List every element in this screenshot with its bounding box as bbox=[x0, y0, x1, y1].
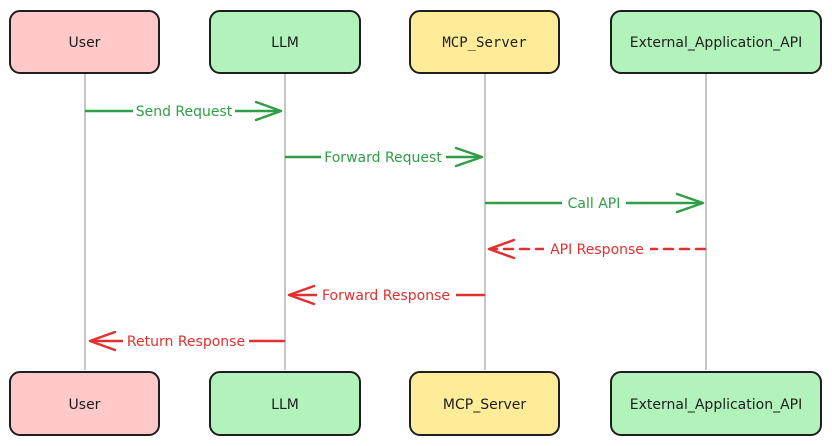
actor-label-bottom-user: User bbox=[69, 397, 101, 413]
arrowhead bbox=[487, 238, 516, 260]
arrowhead bbox=[454, 146, 484, 168]
actor-box-fill bbox=[409, 10, 560, 74]
message-label: Send Request bbox=[136, 104, 233, 120]
message-api-response: API Response bbox=[487, 238, 707, 260]
message-call-api: Call API bbox=[484, 192, 705, 214]
arrowhead bbox=[675, 192, 705, 214]
actor-label-bottom-mcp: MCP_Server bbox=[443, 397, 526, 413]
lifelines bbox=[84, 74, 707, 370]
message-label-bg bbox=[123, 332, 249, 350]
message-label-bg bbox=[562, 194, 626, 212]
message-label: Forward Response bbox=[322, 288, 450, 304]
message-label: Return Response bbox=[127, 334, 245, 350]
actor-box-top-llm: LLM bbox=[209, 10, 361, 74]
actor-box-fill bbox=[9, 10, 160, 74]
actor-box-fill bbox=[610, 10, 822, 74]
arrowhead bbox=[254, 100, 283, 122]
actor-label-top-ext: External_Application_API bbox=[630, 35, 802, 51]
actor-box-bottom-user: User bbox=[9, 371, 160, 436]
actor-box-bottom-llm: LLM bbox=[209, 371, 361, 436]
actor-box-fill bbox=[610, 371, 822, 436]
arrowhead bbox=[287, 284, 316, 306]
actor-box-fill bbox=[209, 10, 361, 74]
message-label: API Response bbox=[550, 242, 644, 258]
message-send-request: Send Request bbox=[84, 100, 283, 122]
actor-box-fill bbox=[409, 371, 560, 436]
message-label: Call API bbox=[568, 196, 621, 212]
message-label-bg bbox=[133, 102, 235, 120]
actor-box-top-ext: External_Application_API bbox=[610, 10, 822, 74]
message-label-bg bbox=[317, 286, 456, 304]
actor-box-fill bbox=[9, 371, 160, 436]
arrowhead bbox=[88, 330, 117, 352]
actor-box-top-mcp: MCP_Server bbox=[409, 10, 560, 74]
message-label-bg bbox=[544, 240, 650, 258]
actor-label-top-llm: LLM bbox=[271, 35, 299, 51]
actor-label-top-user: User bbox=[69, 35, 101, 51]
message-forward-request: Forward Request bbox=[284, 146, 484, 168]
message-label: Forward Request bbox=[324, 150, 442, 166]
actor-box-bottom-ext: External_Application_API bbox=[610, 371, 822, 436]
actor-box-fill bbox=[209, 371, 361, 436]
actor-box-bottom-mcp: MCP_Server bbox=[409, 371, 560, 436]
actor-box-top-user: User bbox=[9, 10, 160, 74]
message-forward-response: Forward Response bbox=[287, 284, 486, 306]
message-label-bg bbox=[321, 148, 446, 166]
actor-label-bottom-llm: LLM bbox=[271, 397, 299, 413]
message-return-response: Return Response bbox=[88, 330, 286, 352]
actor-label-bottom-ext: External_Application_API bbox=[630, 397, 802, 413]
actor-label-top-mcp: MCP_Server bbox=[442, 35, 526, 51]
